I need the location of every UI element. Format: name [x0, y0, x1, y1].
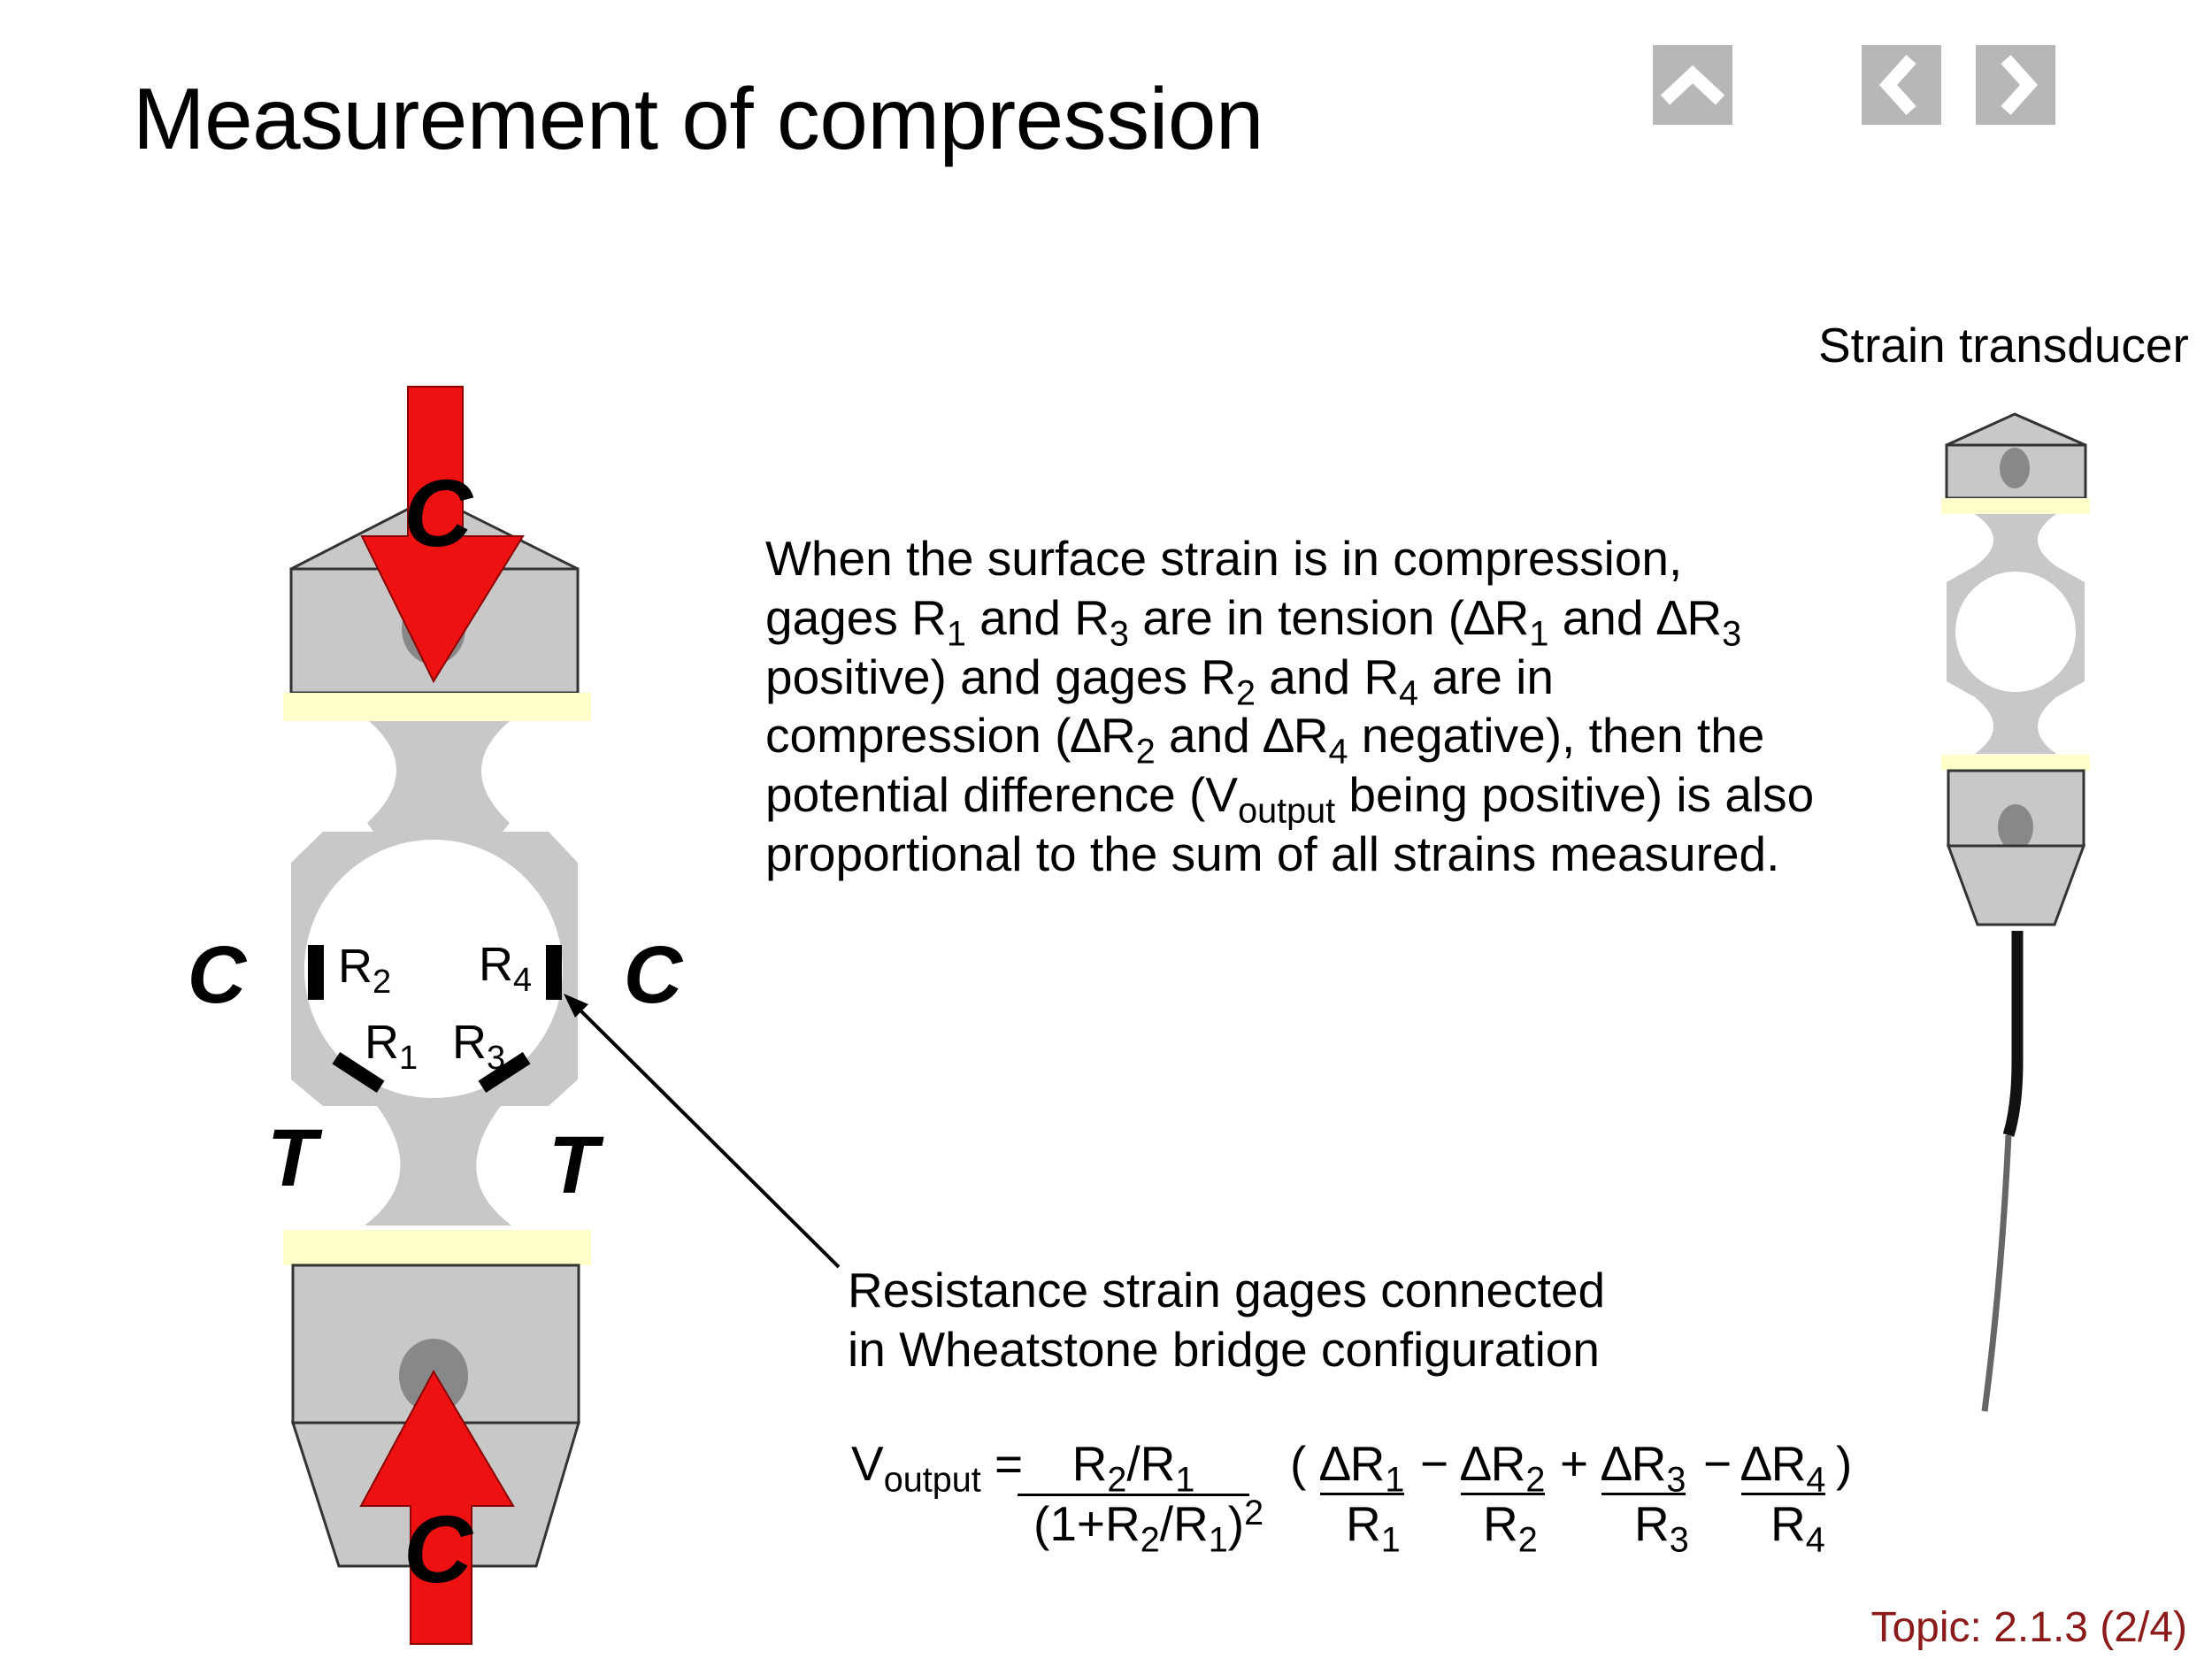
callout-line	[575, 1005, 841, 1269]
term-4-numerator: ∆R4	[1741, 1436, 1826, 1500]
strain-transducer	[1941, 412, 2090, 1412]
chevron-right-icon	[2001, 54, 2039, 116]
gage-r3	[478, 1051, 531, 1094]
operator-1: −	[1420, 1436, 1449, 1491]
top-force-label: C	[403, 459, 474, 566]
gage-r4	[546, 945, 562, 1000]
equation-numerator: R2/R1	[1018, 1440, 1249, 1497]
bottom-bond-layer	[283, 1230, 591, 1265]
term-1-denominator: R1	[1346, 1496, 1401, 1560]
chevron-up-icon	[1660, 65, 1725, 105]
term-4-denominator: R4	[1770, 1496, 1825, 1560]
topic-label: Topic: 2.1.3 (2/4)	[1870, 1604, 2187, 1651]
r3-label: R3	[452, 1016, 505, 1077]
equation-lhs: Voutput =	[851, 1436, 1024, 1500]
callout-arrowhead	[564, 994, 588, 1018]
up-button[interactable]	[1653, 45, 1732, 125]
callout-text: Resistance strain gages connected in Whe…	[848, 1263, 1606, 1377]
description-text: When the surface strain is in compressio…	[765, 531, 1815, 881]
bottom-force-arrow	[359, 1369, 515, 1645]
bottom-force-label: C	[403, 1495, 474, 1602]
term-1-numerator: ∆R1	[1320, 1436, 1405, 1500]
r1-label: R1	[365, 1016, 418, 1077]
equation-close-paren: )	[1836, 1436, 1853, 1491]
operator-2: +	[1560, 1436, 1589, 1491]
right-tension-label: T	[549, 1120, 604, 1210]
top-force-arrow	[360, 386, 525, 684]
next-button[interactable]	[1976, 45, 2055, 125]
r4-label: R4	[479, 938, 532, 999]
left-tension-label: T	[267, 1113, 323, 1203]
gage-r2	[308, 945, 324, 1000]
chevron-left-icon	[1878, 54, 1916, 116]
page-title: Measurement of compression	[133, 70, 1263, 167]
term-3-denominator: R3	[1634, 1496, 1689, 1560]
transducer-label: Strain transducer	[1818, 318, 2189, 373]
equation-denominator: (1+R2/R1)2	[1033, 1494, 1264, 1560]
sensing-hole	[304, 840, 563, 1098]
previous-button[interactable]	[1862, 45, 1941, 125]
operator-3: −	[1703, 1436, 1732, 1491]
gage-r1	[332, 1051, 385, 1094]
left-compression-label: C	[188, 930, 248, 1020]
top-bond-layer	[283, 693, 591, 721]
term-3-numerator: ∆R3	[1601, 1436, 1686, 1500]
equation-open-paren: (	[1290, 1436, 1307, 1491]
r2-label: R2	[338, 940, 391, 1001]
term-2-denominator: R2	[1483, 1496, 1538, 1560]
right-compression-label: C	[624, 930, 684, 1020]
term-2-numerator: ∆R2	[1461, 1436, 1546, 1500]
